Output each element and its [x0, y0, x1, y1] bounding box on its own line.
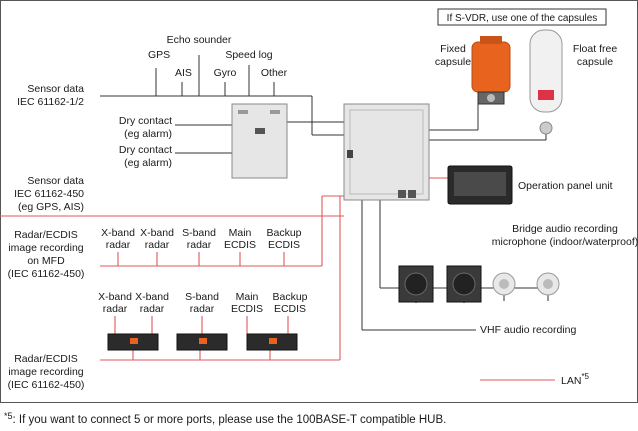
mfd-dev4-line2: ECDIS: [224, 239, 256, 251]
image-device-wires: [114, 316, 289, 334]
dry-contact-1-line2: (eg alarm): [124, 128, 172, 140]
capsule-header-box: [437, 8, 607, 26]
labels: Sensor data IEC 61162-1/2 GPS Echo sound…: [4, 13, 638, 426]
gps-label: GPS: [148, 49, 170, 61]
img-dev3-line1: S-band: [185, 291, 219, 303]
img-label-line2: image recording: [8, 366, 83, 378]
img-dev4-line2: ECDIS: [231, 303, 263, 315]
lan-wires: [0, 177, 555, 381]
capsule-header: If S-VDR, use one of the capsules: [447, 13, 598, 24]
mfd-label-line3: on MFD: [27, 255, 65, 267]
img-dev2-line2: radar: [140, 303, 165, 315]
nmea-label-line2: IEC 61162-1/2: [17, 96, 84, 108]
microphone-icon-1: [492, 272, 516, 296]
mfd-dev4-line1: Main: [229, 227, 252, 239]
bridge-audio-line1: Bridge audio recording: [512, 223, 618, 235]
footnote-text: : If you want to connect 5 or more ports…: [13, 414, 447, 426]
image-capture-unit-3: [246, 333, 298, 351]
image-capture-unit-2: [176, 333, 228, 351]
img-dev1-line2: radar: [103, 303, 128, 315]
vhf-audio-unit-2: [446, 265, 482, 303]
fixed-capsule-icon: [471, 36, 511, 105]
mfd-dev1-line2: radar: [106, 239, 131, 251]
mfd-dev2-line1: X-band: [140, 227, 174, 239]
operation-panel-label: Operation panel unit: [518, 180, 613, 192]
sensor-lan-line3: (eg GPS, AIS): [18, 201, 84, 213]
dry-contact-1-line1: Dry contact: [119, 115, 172, 127]
img-dev5-line2: ECDIS: [274, 303, 306, 315]
float-capsule-line1: Float free: [573, 43, 618, 55]
speed-log-label: Speed log: [225, 49, 272, 61]
legend-lan-label: LAN*5: [561, 372, 590, 387]
vhf-audio-label: VHF audio recording: [480, 324, 576, 336]
dry-contact-unit: [231, 103, 288, 179]
operation-panel-icon: [447, 165, 513, 205]
footnote-mark: *5: [4, 411, 13, 421]
mfd-dev3-line2: radar: [187, 239, 212, 251]
sensor-lan-line1: Sensor data: [27, 175, 84, 187]
echo-sounder-label: Echo sounder: [167, 34, 232, 46]
vhf-audio-unit-1: [398, 265, 434, 303]
float-free-capsule-icon: [529, 29, 563, 135]
footnote: *5: If you want to connect 5 or more por…: [4, 411, 446, 426]
microphone-icon-2: [536, 272, 560, 296]
img-dev1-line1: X-band: [98, 291, 132, 303]
dry-contact-2-line1: Dry contact: [119, 144, 172, 156]
legend-lan-sup: *5: [581, 372, 589, 381]
float-capsule-line2: capsule: [577, 56, 613, 68]
img-dev3-line2: radar: [190, 303, 215, 315]
fixed-capsule-line2: capsule: [435, 56, 471, 68]
img-dev4-line1: Main: [236, 291, 259, 303]
gyro-label: Gyro: [214, 67, 237, 79]
mfd-label-line2: image recording: [8, 242, 83, 254]
dry-contact-2-line2: (eg alarm): [124, 157, 172, 169]
bridge-audio-line2: microphone (indoor/waterproof): [492, 236, 638, 248]
image-capture-unit-1: [107, 333, 159, 351]
mfd-dev5-line1: Backup: [266, 227, 301, 239]
mfd-dev2-line2: radar: [145, 239, 170, 251]
mfd-dev3-line1: S-band: [182, 227, 216, 239]
other-label: Other: [261, 67, 288, 79]
nmea-label-line1: Sensor data: [27, 83, 84, 95]
img-label-line1: Radar/ECDIS: [14, 353, 78, 365]
fixed-capsule-line1: Fixed: [440, 43, 466, 55]
mfd-dev5-line2: ECDIS: [268, 239, 300, 251]
mfd-label-line1: Radar/ECDIS: [14, 229, 78, 241]
sensor-lan-line2: IEC 61162-450: [14, 188, 84, 200]
ais-label: AIS: [175, 67, 192, 79]
img-label-line3: (IEC 61162-450): [8, 379, 85, 391]
img-dev5-line1: Backup: [272, 291, 307, 303]
mfd-dev1-line1: X-band: [101, 227, 135, 239]
main-vdr-unit: [343, 103, 430, 201]
img-dev2-line1: X-band: [135, 291, 169, 303]
mfd-label-line4: (IEC 61162-450): [8, 268, 85, 280]
